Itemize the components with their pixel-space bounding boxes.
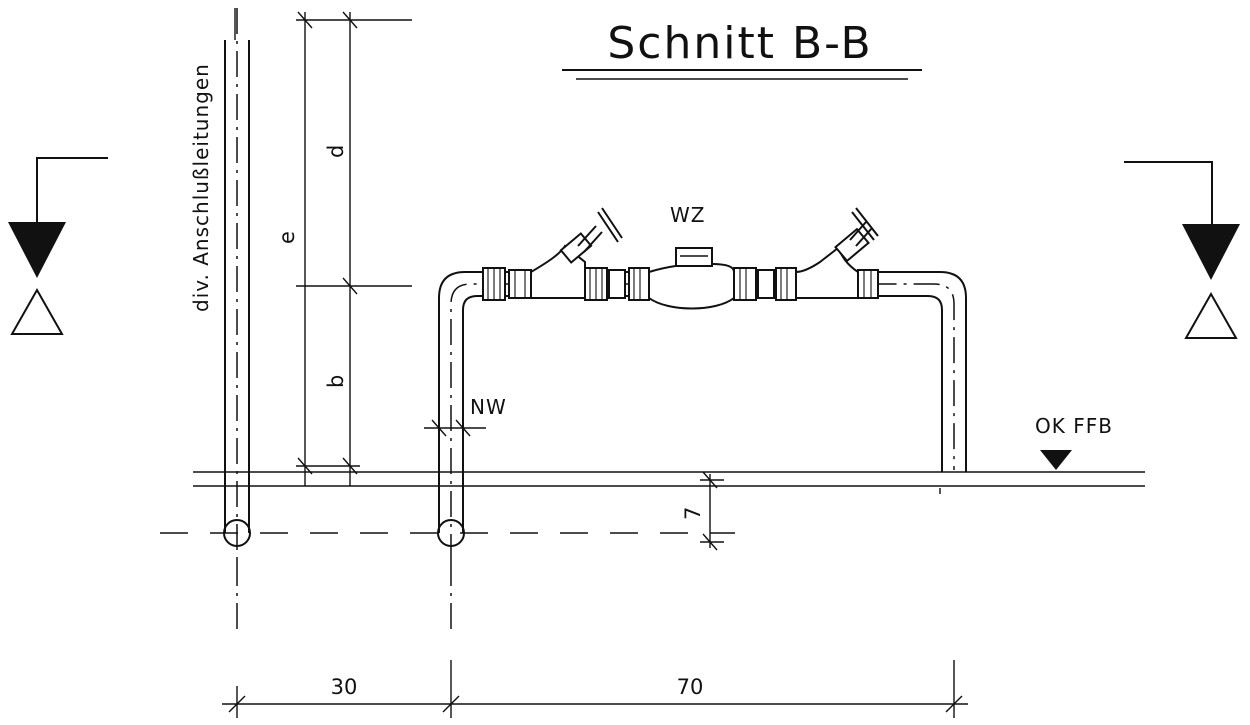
section-arrow-icon xyxy=(1124,161,1240,339)
section-marker-right xyxy=(1124,161,1240,339)
union-fitting xyxy=(584,267,650,301)
union-fitting xyxy=(733,267,797,301)
depth-dimension: 7 xyxy=(681,471,724,551)
dimension-70: 70 xyxy=(677,675,704,699)
union-fitting xyxy=(857,269,879,299)
bottom-dimensions: 30 70 xyxy=(222,660,968,718)
gate-valve-icon xyxy=(795,207,879,299)
pipe-fittings xyxy=(482,267,879,301)
vertical-dimensions: e d b xyxy=(275,11,412,486)
connection-pipes-left: div. Anschlußleitungen xyxy=(189,8,250,560)
floor-level-label: OK FFB xyxy=(1035,414,1113,438)
floor-level-marker: OK FFB xyxy=(1035,414,1113,470)
floor-level-triangle-icon xyxy=(1040,450,1072,470)
dimension-e: e xyxy=(275,231,299,244)
nominal-width-label: NW xyxy=(470,395,507,419)
underfloor-lines xyxy=(160,519,735,630)
pipes-left-label: div. Anschlußleitungen xyxy=(189,63,213,312)
section-title: Schnitt B-B xyxy=(607,18,872,69)
dimension-d: d xyxy=(324,145,348,158)
pipe-inner-wall xyxy=(462,295,943,533)
pipe-outer-wall xyxy=(438,271,967,533)
section-arrow-icon xyxy=(8,157,108,335)
nominal-width-dimension: NW xyxy=(424,395,507,437)
dimension-depth: 7 xyxy=(681,507,705,520)
water-meter-icon: WZ xyxy=(648,203,735,310)
meter-label: WZ xyxy=(670,203,705,227)
dimension-30: 30 xyxy=(331,675,358,699)
gate-valve-icon xyxy=(530,207,623,299)
section-marker-left xyxy=(8,157,108,335)
floor-slab xyxy=(193,471,1145,487)
dimension-b: b xyxy=(324,375,348,388)
title-block: Schnitt B-B xyxy=(562,18,922,80)
